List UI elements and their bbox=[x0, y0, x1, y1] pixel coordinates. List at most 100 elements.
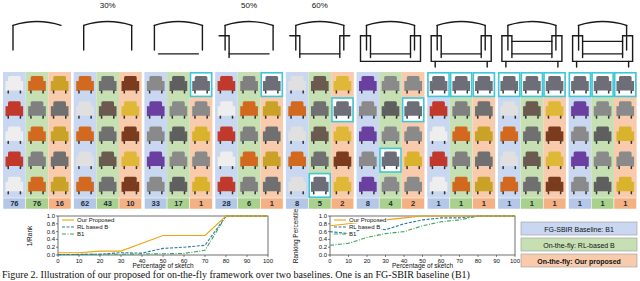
y-tick-label: 1.0 bbox=[319, 213, 327, 219]
chair-back bbox=[432, 152, 445, 161]
chair-back bbox=[407, 76, 420, 85]
chair-leg bbox=[608, 141, 610, 144]
chair-arm bbox=[192, 131, 195, 141]
chair-leg bbox=[8, 116, 10, 119]
result-thumbnail bbox=[28, 152, 46, 170]
chair-seat bbox=[123, 109, 139, 116]
rank-cell bbox=[427, 198, 450, 209]
x-tick bbox=[422, 255, 423, 257]
chair-back bbox=[478, 126, 491, 135]
chair-back bbox=[195, 152, 208, 161]
chair-leg bbox=[419, 141, 421, 144]
chair-back bbox=[243, 126, 256, 135]
target-highlight bbox=[451, 73, 472, 97]
chair-arm bbox=[608, 131, 611, 141]
result-thumbnail bbox=[288, 126, 306, 143]
chair-seat bbox=[77, 185, 93, 192]
result-thumbnail bbox=[594, 101, 612, 119]
chair-back bbox=[124, 152, 137, 161]
chair-leg bbox=[232, 191, 234, 194]
chair-leg bbox=[419, 191, 421, 194]
chair-back bbox=[8, 101, 21, 110]
chair-leg bbox=[560, 166, 562, 169]
target-highlight bbox=[191, 73, 212, 97]
result-column-bg bbox=[260, 72, 283, 198]
y-tick-label: 1.0 bbox=[47, 213, 55, 219]
sketch-stroke bbox=[555, 25, 556, 50]
chair-seat bbox=[77, 160, 93, 167]
chair-back bbox=[619, 101, 632, 110]
chair-arm bbox=[76, 106, 79, 116]
chair-leg bbox=[30, 166, 32, 169]
chair-back bbox=[149, 126, 162, 135]
sketch-stroke bbox=[295, 25, 296, 50]
chair-seat bbox=[595, 109, 611, 116]
result-column-bg bbox=[26, 72, 49, 198]
rank-cell bbox=[260, 198, 283, 209]
chair-arm bbox=[374, 131, 377, 141]
chair-seat bbox=[289, 84, 305, 91]
chair-leg bbox=[90, 191, 92, 194]
rank-cell bbox=[119, 198, 142, 209]
chair-back bbox=[195, 126, 208, 135]
chair-seat bbox=[171, 185, 187, 192]
chair-back bbox=[101, 152, 114, 161]
chair-seat bbox=[219, 160, 235, 167]
x-axis-title: Percentage of sketch bbox=[132, 263, 193, 270]
chair-arm bbox=[571, 182, 574, 192]
chair-arm bbox=[6, 106, 9, 116]
chair-seat bbox=[405, 185, 421, 192]
rank-cell bbox=[331, 198, 354, 209]
chair-seat bbox=[453, 134, 469, 141]
chair-seat bbox=[193, 160, 209, 167]
chair-seat bbox=[52, 160, 68, 167]
chair-seat bbox=[431, 160, 447, 167]
chair-leg bbox=[65, 166, 67, 169]
chair-seat bbox=[123, 185, 139, 192]
result-thumbnail bbox=[404, 152, 422, 170]
chair-leg bbox=[113, 166, 115, 169]
chair-seat bbox=[405, 109, 421, 116]
chair-arm bbox=[76, 131, 79, 141]
chair-arm bbox=[538, 81, 541, 91]
rank-cell bbox=[308, 198, 331, 209]
legend-line-sample bbox=[62, 233, 74, 234]
result-thumbnail bbox=[452, 76, 470, 94]
x-tick-label: 0 bbox=[328, 258, 331, 264]
chair-seat bbox=[572, 160, 588, 167]
rank-cell bbox=[48, 198, 71, 209]
chair-seat bbox=[383, 109, 399, 116]
chair-back bbox=[503, 76, 516, 85]
y-tick-label: 0.8 bbox=[319, 221, 327, 227]
sketch-stroke bbox=[508, 22, 556, 26]
x-tick bbox=[247, 255, 248, 257]
chair-arm bbox=[207, 81, 210, 91]
chair-back bbox=[31, 101, 44, 110]
chair-arm bbox=[546, 131, 549, 141]
chair-leg bbox=[232, 166, 234, 169]
chair-arm bbox=[594, 157, 597, 167]
chair-leg bbox=[265, 191, 267, 194]
chair-back bbox=[53, 126, 66, 135]
y-tick-label: 0.4 bbox=[47, 236, 55, 242]
chair-arm bbox=[255, 106, 258, 116]
chair-leg bbox=[548, 191, 550, 194]
chair-leg bbox=[290, 116, 292, 119]
result-thumbnail bbox=[192, 152, 210, 170]
chair-leg bbox=[172, 166, 174, 169]
chair-arm bbox=[475, 157, 478, 167]
chair-leg bbox=[124, 91, 126, 94]
chair-seat bbox=[524, 185, 540, 192]
chair-arm bbox=[560, 81, 563, 91]
chair-back bbox=[31, 177, 44, 186]
chair-arm bbox=[263, 106, 266, 116]
chair-arm bbox=[288, 81, 291, 91]
result-thumbnail bbox=[99, 177, 117, 195]
chair-arm bbox=[28, 106, 31, 116]
y-tick-label: 0.6 bbox=[319, 229, 327, 235]
chair-leg bbox=[444, 116, 446, 119]
chair-leg bbox=[489, 166, 491, 169]
chair-arm bbox=[122, 131, 125, 141]
chair-seat bbox=[476, 109, 492, 116]
chair-arm bbox=[207, 131, 210, 141]
